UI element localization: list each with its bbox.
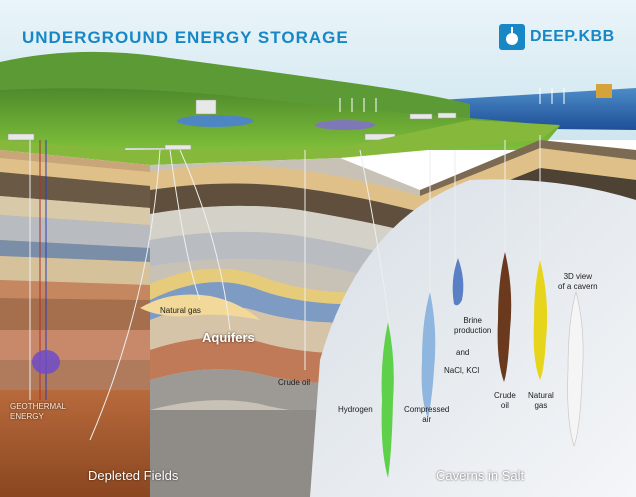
label-brine-line1: Brine — [463, 316, 483, 325]
label-natural-gas-line1: Natural — [528, 391, 554, 400]
label-cavern-3d-line2: of a cavern — [558, 282, 598, 291]
label-natural-gas-cavern: Natural gas — [528, 391, 554, 411]
logo-text: DEEP.KBB — [530, 28, 615, 45]
surface-slab — [0, 120, 560, 165]
wells — [29, 135, 541, 441]
label-geothermal: GEOTHERMAL ENERGY — [10, 402, 66, 422]
page-title: UNDERGROUND ENERGY STORAGE — [22, 28, 349, 47]
geothermal-zone — [32, 350, 60, 374]
label-natural-gas-aquifer: Natural gas — [160, 306, 201, 315]
label-compressed-air: Compressed air — [404, 405, 449, 425]
sea — [440, 88, 636, 130]
label-compressed-air-line1: Compressed — [404, 405, 450, 414]
label-geothermal-line2: ENERGY — [10, 412, 44, 421]
crude-oil-cavern — [497, 252, 512, 382]
solar-field — [315, 120, 375, 130]
label-cavern-3d: 3D view of a cavern — [558, 272, 598, 292]
cavern-3d-view — [567, 290, 584, 448]
brand-logo: DEEP.KBB — [499, 24, 615, 50]
label-crude-oil-line1: Crude — [494, 391, 516, 400]
left-geology — [0, 150, 150, 497]
gas-pocket — [140, 294, 260, 320]
label-nacl-kcl: NaCl, KCl — [444, 366, 480, 375]
label-crude-oil-aquifer: Crude oil — [278, 378, 311, 387]
wind-turbines — [339, 88, 565, 112]
label-geothermal-line1: GEOTHERMAL — [10, 402, 67, 411]
label-depleted-fields: Depleted Fields — [88, 468, 179, 483]
label-caverns-in-salt: Caverns in Salt — [436, 468, 525, 483]
compressed-air-cavern — [421, 292, 436, 418]
lake — [177, 115, 253, 127]
label-hydrogen: Hydrogen — [338, 405, 373, 414]
label-cavern-3d-line1: 3D view — [563, 272, 593, 281]
label-crude-oil-line2: oil — [500, 401, 509, 410]
label-brine-line2: production — [454, 326, 492, 335]
label-compressed-air-line2: air — [422, 415, 432, 424]
label-crude-oil-cavern: Crude oil — [494, 391, 516, 411]
label-natural-gas-line2: gas — [534, 401, 548, 410]
deep-kbb-logo-icon — [499, 24, 525, 50]
natural-gas-cavern — [533, 260, 548, 380]
label-brine-production: Brine production — [454, 316, 491, 336]
hydrogen-cavern — [381, 322, 394, 478]
label-and: and — [456, 348, 470, 357]
label-aquifers: Aquifers — [202, 330, 255, 345]
brine-cavern — [452, 258, 464, 306]
offshore-platform — [596, 84, 612, 98]
